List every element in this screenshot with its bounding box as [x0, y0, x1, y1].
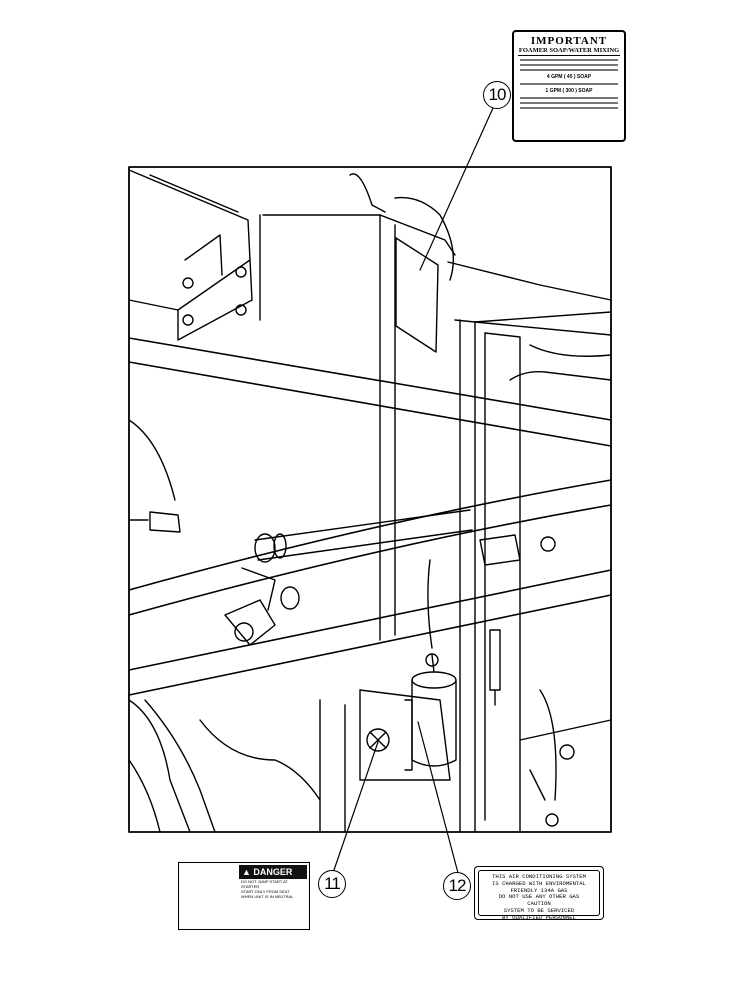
ac-decal-line: THIS AIR CONDITIONING SYSTEM — [492, 873, 586, 880]
ac-decal-line: CAUTION — [527, 900, 551, 908]
callout-10-label: 10 — [488, 85, 507, 104]
ac-decal-text: THIS AIR CONDITIONING SYSTEM IS CHARGED … — [478, 870, 600, 921]
important-decal: IMPORTANT FOAMER SOAP/WATER MIXING 4 GPM… — [512, 30, 626, 142]
danger-decal-line: START ONLY FROM SEAT — [241, 889, 290, 894]
illustration-frame — [128, 166, 612, 833]
callout-12-label: 12 — [448, 876, 467, 895]
decal-location-10 — [395, 237, 439, 353]
fine-print — [520, 64, 618, 66]
fine-print — [520, 83, 618, 85]
danger-decal-header: ▲ DANGER — [239, 865, 307, 879]
bottom-chassis — [319, 689, 451, 833]
fine-print — [520, 69, 618, 71]
upper-bracket — [128, 169, 253, 341]
important-decal-section-2: 4 GPM ( 45 ) SOAP — [546, 74, 592, 80]
danger-decal-line: DO NOT JUMP START AT — [241, 879, 288, 884]
callout-11-label: 11 — [324, 874, 341, 893]
danger-decal: ▲ DANGER DO NOT JUMP START AT STARTER ST… — [178, 862, 310, 930]
danger-decal-header-label: DANGER — [253, 867, 293, 877]
ac-decal-line: FRIENDLY 134A GAS — [510, 886, 568, 894]
ac-decal-line: SYSTEM TO BE SERVICED — [503, 906, 575, 914]
receiver-drier — [404, 559, 457, 771]
danger-decal-line: WHEN UNIT IS IN NEUTRAL — [241, 894, 294, 899]
right-components — [489, 629, 575, 827]
important-decal-section-3: 1 GPM ( 300 ) SOAP — [545, 88, 593, 94]
ac-decal-line: DO NOT USE ANY OTHER GAS — [498, 893, 580, 901]
fine-print — [520, 102, 618, 104]
vertical-panel — [259, 173, 456, 641]
important-decal-subtitle: FOAMER SOAP/WATER MIXING — [518, 47, 620, 56]
important-decal-title: IMPORTANT — [530, 35, 608, 47]
door-frame — [447, 261, 612, 833]
hydraulic-pipe — [224, 509, 556, 646]
callout-11: 11 — [318, 870, 346, 898]
danger-decal-line: STARTER — [241, 884, 260, 889]
ac-decal-line: IS CHARGED WITH ENVIROMENTAL — [492, 879, 586, 887]
fine-print — [520, 107, 618, 109]
ac-decal-line: BY QUALIFIED PERSONNEL — [502, 913, 576, 921]
left-hoses — [128, 419, 321, 833]
callout-12: 12 — [443, 872, 471, 900]
ac-decal: THIS AIR CONDITIONING SYSTEM IS CHARGED … — [474, 866, 604, 921]
fine-print — [520, 97, 618, 99]
cross-beams — [128, 337, 612, 696]
danger-decal-text: ▲ DANGER DO NOT JUMP START AT STARTER ST… — [239, 865, 307, 927]
callout-10: 10 — [483, 81, 511, 109]
leader-lines — [333, 107, 494, 874]
fine-print — [520, 59, 618, 61]
